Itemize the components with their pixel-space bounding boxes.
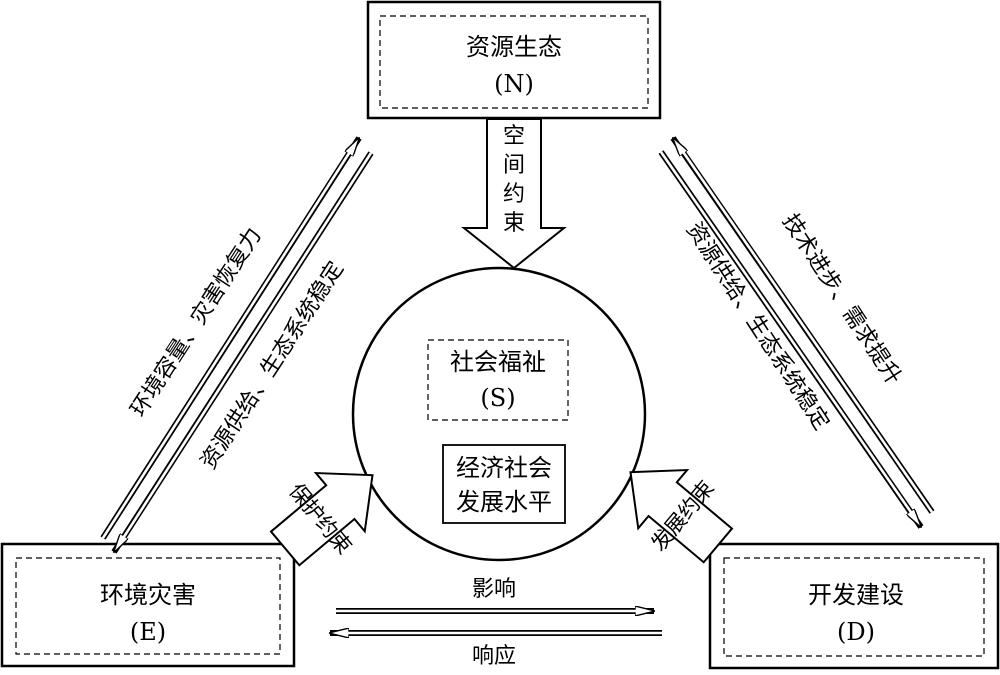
node-n-inner-box [379,15,649,109]
protection-constraint-arrow-shape [269,471,374,567]
spatial-constraint-char-3: 约 [503,182,525,207]
node-n-code: (N) [494,70,534,98]
node-n-title: 资源生态 [466,33,562,61]
node-n-outer-box [366,0,662,120]
development-level-line1: 经济社会 [456,454,552,482]
development-level-line2: 发展水平 [456,488,552,516]
spatial-constraint-arrow-shape [461,118,567,270]
node-d-code: (D) [837,618,875,646]
bottom-link-label-top: 影响 [472,577,516,602]
development-constraint-arrow: 发展约束 [629,468,734,564]
spatial-constraint-char-2: 间 [503,153,525,178]
node-e-title: 环境灾害 [100,581,196,609]
node-development-construction: 开发建设 (D) [708,542,1000,670]
node-d-inner-box [723,557,985,657]
development-level-box [442,444,566,524]
development-constraint-arrow-shape [629,468,734,564]
bottom-link-label-bottom: 响应 [472,644,516,669]
node-resource-ecology: 资源生态 (N) [366,0,662,120]
node-s-code: (S) [480,384,515,412]
node-e-outer-box [0,542,296,668]
right-link-arrows: 技术进步、需求提升 资源供给、生态系统稳定 [658,136,935,529]
protection-constraint-arrow: 保护约束 [269,471,374,567]
node-social-welfare: 社会福祉 (S) 经济社会 发展水平 [351,266,647,562]
node-e-inner-box [15,557,281,655]
social-welfare-dashed-box [427,339,569,421]
spatial-constraint-char-4: 束 [503,211,525,236]
node-e-code: (E) [130,618,166,646]
spatial-constraint-char-1: 空 [503,124,525,149]
node-s-title: 社会福祉 [450,348,546,376]
node-d-outer-box [708,542,1000,670]
bottom-link-arrows: 影响 响应 [330,577,662,669]
social-welfare-circle [351,266,647,562]
spatial-constraint-arrow: 空 间 约 束 [461,118,567,270]
node-environment-disaster: 环境灾害 (E) [0,542,296,668]
node-d-title: 开发建设 [808,581,904,609]
